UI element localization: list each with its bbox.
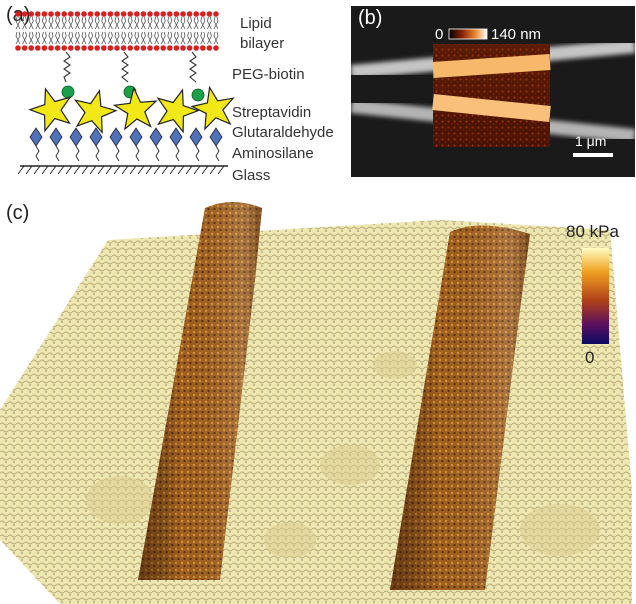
label-streptavidin: Streptavidin — [232, 104, 312, 121]
elasticity-3d-map — [0, 202, 632, 604]
surface-bumps — [86, 351, 600, 558]
stiff-stripe-right — [390, 225, 530, 590]
streptavidin-layer — [28, 85, 235, 135]
glass-substrate — [17, 165, 228, 175]
label-peg-biotin: PEG-biotin — [232, 66, 305, 83]
elasticity-colorbar — [582, 248, 609, 344]
colorbar-max-label: 80 kPa — [566, 222, 619, 241]
inset-colorbar-min: 0 — [435, 26, 444, 43]
stiff-stripe-left — [138, 202, 262, 580]
inset-colorbar-max: 140 nm — [491, 26, 542, 43]
label-lipid: Lipid — [240, 15, 272, 32]
label-bilayer: bilayer — [240, 35, 285, 52]
bilayer-schematic — [15, 11, 235, 175]
panel-b-label: (b) — [358, 7, 383, 29]
colorbar-min-label: 0 — [585, 348, 595, 367]
scale-bar — [573, 153, 613, 157]
afm-topography-image — [351, 6, 635, 177]
glutaraldehyde-layer — [29, 127, 223, 162]
peg-biotin-tethers — [61, 51, 205, 102]
lipid-bilayer — [15, 11, 219, 51]
inset-colorbar — [448, 28, 488, 40]
label-glutaraldehyde: Glutaraldehyde — [232, 124, 334, 141]
scale-bar-label: 1 μm — [575, 133, 607, 149]
label-aminosilane: Aminosilane — [232, 145, 314, 162]
label-glass: Glass — [232, 167, 271, 184]
panel-c-label: (c) — [6, 202, 30, 224]
inset-height-map — [432, 44, 551, 147]
afm-image-panel: (b) 0 140 nm 1 μm — [351, 6, 635, 177]
